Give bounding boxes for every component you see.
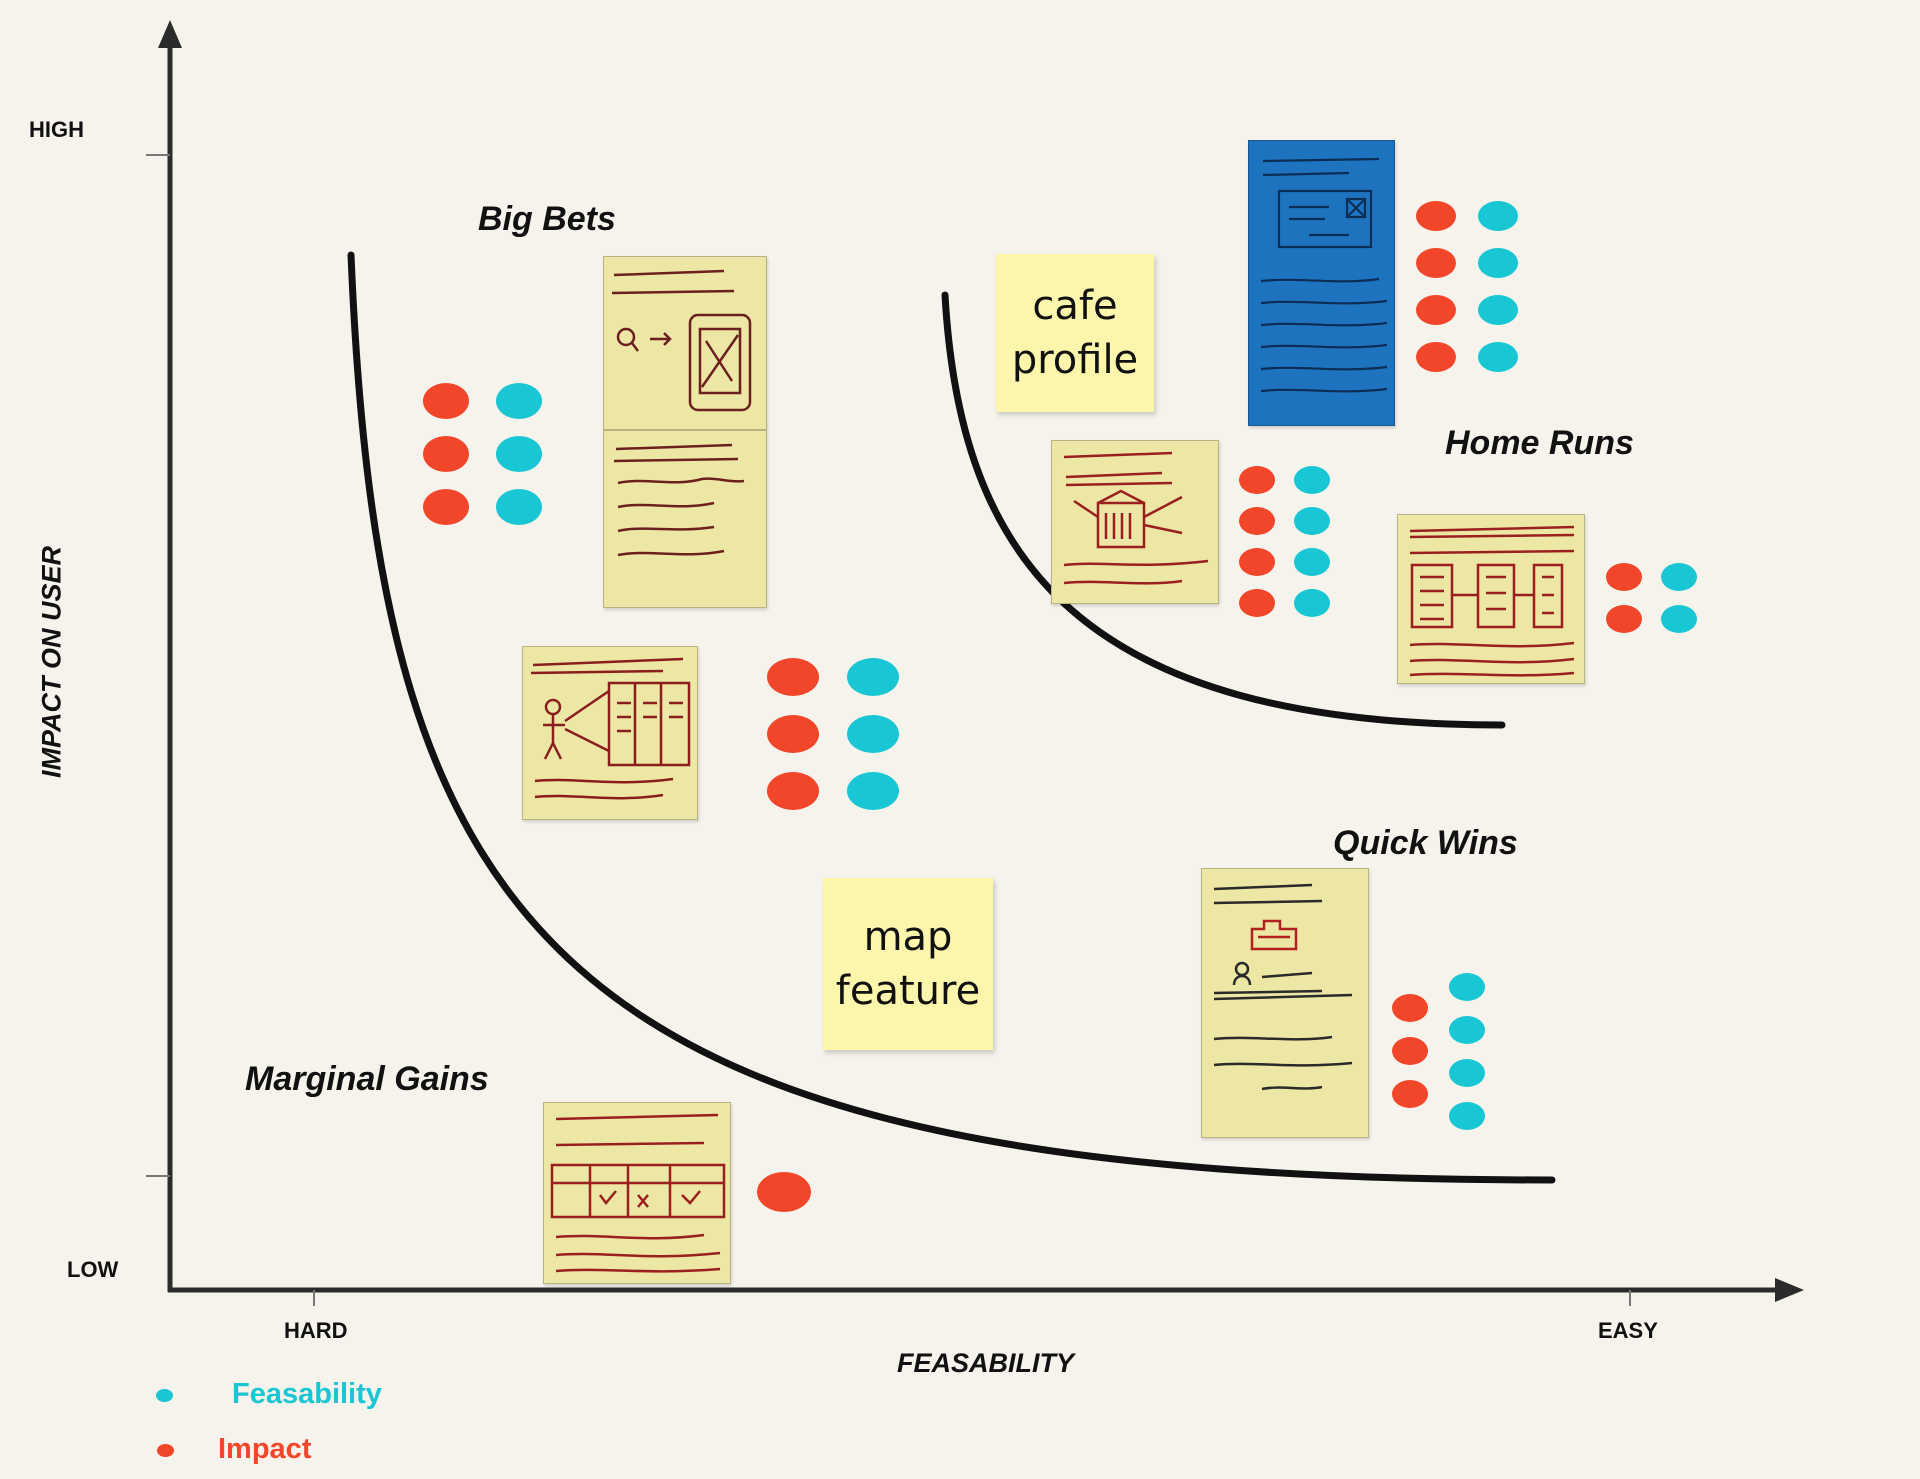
impact-dot-live-seating (1392, 1080, 1428, 1108)
curve-big-bets (347, 251, 1556, 1184)
feasability-dot-cafe-preview (496, 436, 542, 472)
sketch-note-coffee-bean-index (522, 646, 698, 820)
x-label-hard: HARD (284, 1318, 348, 1343)
quadrant-marginal-gains: Marginal Gains (245, 1060, 489, 1098)
feasability-dot-coffee-bean-index (847, 658, 899, 696)
impact-dot-cafe-preview (423, 489, 469, 525)
feasability-dot-social-media-aggregator (1294, 466, 1330, 494)
impact-dot-coffee-bean-index (767, 772, 819, 810)
feasability-dot-social-media-aggregator (1294, 548, 1330, 576)
impact-dot-cafe-preview (423, 436, 469, 472)
x-axis-arrow (1775, 1278, 1804, 1302)
impact-dot-social-media-aggregator (1239, 548, 1275, 576)
x-axis-title: FEASABILITY (897, 1348, 1075, 1378)
sketch-note-social-private-cafe-log (1248, 140, 1395, 426)
feasability-dot-live-seating (1449, 1102, 1485, 1130)
legend-impact-dot (157, 1444, 174, 1457)
feasability-dot-cafe-preview (496, 383, 542, 419)
y-label-high: HIGH (29, 117, 84, 142)
impact-dot-coffee-bean-index (767, 715, 819, 753)
quadrant-quick-wins: Quick Wins (1333, 824, 1518, 862)
sketch-note-cafe-preview-top (603, 256, 767, 430)
sketch-note-cafe-preview-bottom (603, 430, 767, 608)
feasability-dot-social-media-aggregator (1294, 589, 1330, 617)
impact-dot-holistic-recommendation (1606, 605, 1642, 633)
legend-impact-label: Impact (218, 1433, 312, 1465)
feasability-dot-social-private-cafe-log (1478, 295, 1518, 325)
legend-feasability-dot (156, 1389, 173, 1402)
impact-dot-live-seating (1392, 1037, 1428, 1065)
impact-dot-social-private-cafe-log (1416, 295, 1456, 325)
feasability-dot-coffee-bean-index (847, 715, 899, 753)
impact-dot-social-media-aggregator (1239, 466, 1275, 494)
impact-dot-social-private-cafe-log (1416, 342, 1456, 372)
impact-dot-holistic-recommendation (1606, 563, 1642, 591)
curve-home-runs (941, 291, 1506, 729)
feasability-dot-live-seating (1449, 1059, 1485, 1087)
cafe-profile-line-1: cafe (1032, 283, 1118, 329)
map-feature-line-1: map (863, 914, 953, 960)
impact-dot-social-media-aggregator (1239, 589, 1275, 617)
impact-dot-crowd-source-outlets (757, 1172, 811, 1212)
feasability-dot-social-private-cafe-log (1478, 248, 1518, 278)
sticky-note-map-feature: map feature (823, 878, 993, 1050)
y-label-low: LOW (67, 1257, 119, 1282)
sketch-note-crowd-source-outlets (543, 1102, 731, 1284)
impact-dot-social-private-cafe-log (1416, 248, 1456, 278)
legend-feasability-label: Feasability (232, 1378, 382, 1410)
impact-dot-coffee-bean-index (767, 658, 819, 696)
map-feature-line-2: feature (835, 968, 981, 1014)
sticky-note-cafe-profile: cafe profile (996, 254, 1154, 412)
impact-dot-social-media-aggregator (1239, 507, 1275, 535)
impact-dot-live-seating (1392, 994, 1428, 1022)
feasability-dot-live-seating (1449, 973, 1485, 1001)
feasability-dot-social-private-cafe-log (1478, 342, 1518, 372)
x-label-easy: EASY (1598, 1318, 1658, 1343)
y-axis-arrow (158, 20, 182, 48)
feasability-dot-holistic-recommendation (1661, 605, 1697, 633)
quadrant-big-bets: Big Bets (478, 200, 616, 238)
sketch-note-social-media-aggregator (1051, 440, 1219, 604)
feasability-dot-holistic-recommendation (1661, 563, 1697, 591)
impact-dot-cafe-preview (423, 383, 469, 419)
quadrant-home-runs: Home Runs (1445, 424, 1634, 462)
feasability-dot-coffee-bean-index (847, 772, 899, 810)
feasability-dot-social-media-aggregator (1294, 507, 1330, 535)
sketch-note-holistic-recommendation (1397, 514, 1585, 684)
impact-dot-social-private-cafe-log (1416, 201, 1456, 231)
feasability-dot-cafe-preview (496, 489, 542, 525)
feasability-dot-live-seating (1449, 1016, 1485, 1044)
cafe-profile-line-2: profile (1011, 337, 1139, 383)
feasability-dot-social-private-cafe-log (1478, 201, 1518, 231)
sketch-note-live-seating (1201, 868, 1369, 1138)
